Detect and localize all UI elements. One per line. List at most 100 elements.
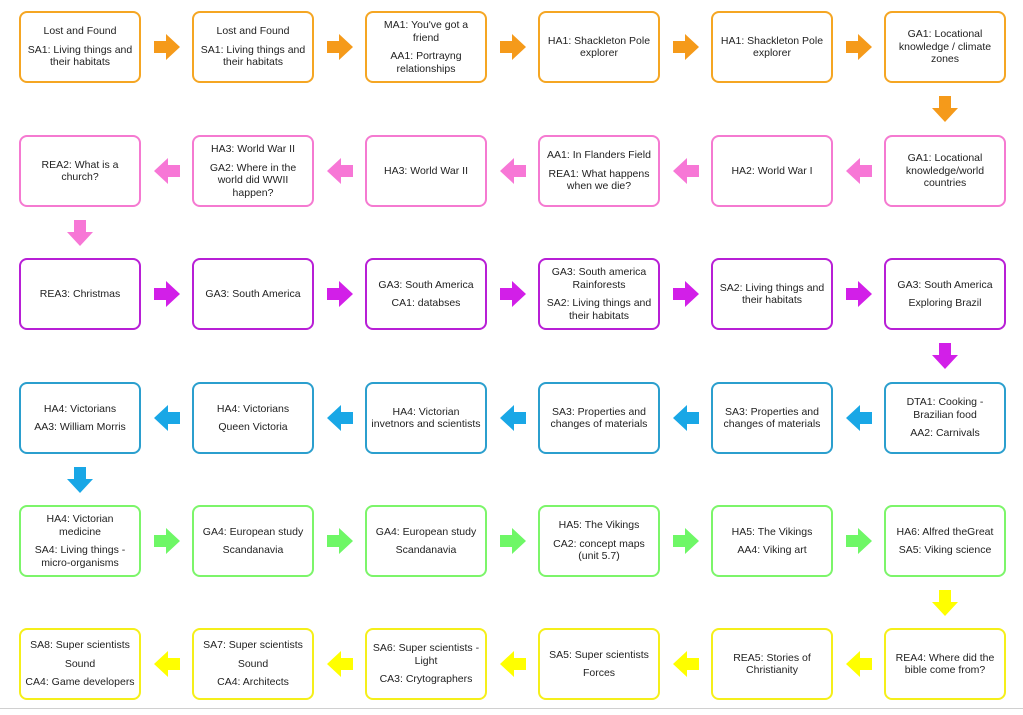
unit-box-text: SA1: Living things and their habitats	[27, 43, 133, 69]
unit-box-text: CA2: concept maps (unit 5.7)	[553, 537, 645, 563]
arrow-right-icon	[325, 526, 355, 556]
unit-box-text: SA5: Super scientists	[549, 648, 649, 661]
unit-box-text: HA6: Alfred theGreat	[896, 525, 994, 538]
unit-box-text: REA1: What happens when we die?	[548, 167, 650, 193]
unit-box-text: SA7: Super scientists	[203, 639, 303, 652]
unit-box-text: AA4: Viking art	[737, 544, 807, 556]
arrow-right-icon	[498, 526, 528, 556]
unit-box-text: GA3: South america Rainforests	[551, 266, 647, 291]
arrow-left-icon	[325, 403, 355, 433]
arrow-left-icon	[152, 156, 182, 186]
arrow-down-icon	[930, 588, 960, 618]
unit-box-text: HA4: Victorian invetnors and scientists	[371, 405, 481, 431]
unit-box-text: Scandanavia	[395, 544, 457, 556]
unit-box-text: CA4: Architects	[217, 676, 289, 689]
unit-box: REA3: Christmas	[19, 258, 141, 330]
unit-box-text: SA6: Super scientists - Light	[372, 642, 480, 667]
arrow-right-icon	[844, 526, 874, 556]
unit-box-text: GA2: Where in the world did WWII happen?	[209, 161, 297, 199]
unit-box: HA4: Victorian invetnors and scientists	[365, 382, 487, 454]
unit-box-text: HA1: Shackleton Pole explorer	[720, 34, 824, 60]
unit-box: HA3: World War II	[365, 135, 487, 207]
unit-box-text: CA4: Game developers	[25, 676, 135, 689]
arrow-right-icon	[152, 526, 182, 556]
unit-box-text: SA3: Properties and changes of materials	[723, 405, 821, 431]
unit-box-text: REA3: Christmas	[39, 287, 121, 300]
unit-box-text: Lost and Found	[43, 25, 117, 38]
unit-box-text: MA1: You've got a friend	[383, 19, 469, 44]
unit-box-text: REA5: Stories of Christianity	[733, 651, 811, 677]
unit-box-text: SA2: Living things and their habitats	[719, 281, 825, 307]
unit-box-text: REA2: What is a church?	[41, 158, 119, 184]
unit-box-text: HA5: The Vikings	[731, 525, 813, 538]
unit-box-text: Scandanavia	[222, 544, 284, 556]
unit-box-text: SA2: Living things and their habitats	[546, 297, 652, 322]
unit-box-text: HA4: Victorian medicine	[46, 513, 114, 538]
unit-box-text: Forces	[582, 667, 616, 679]
unit-box-text: SA3: Properties and changes of materials	[550, 405, 648, 431]
unit-box-text: HA2: World War I	[731, 164, 813, 177]
arrow-left-icon	[325, 649, 355, 679]
unit-box-text: SA5: Viking science	[898, 544, 992, 556]
unit-box-text: SA1: Living things and their habitats	[200, 43, 306, 69]
unit-box-text: GA4: European study	[375, 525, 477, 538]
unit-box-text: HA5: The Vikings	[558, 519, 640, 532]
arrow-right-icon	[152, 32, 182, 62]
unit-box: GA1: Locational knowledge/world countrie…	[884, 135, 1006, 207]
unit-box: SA3: Properties and changes of materials	[538, 382, 660, 454]
bottom-rule	[0, 708, 1023, 709]
arrow-right-icon	[152, 279, 182, 309]
arrow-down-icon	[930, 94, 960, 124]
unit-box-text: Sound	[237, 657, 269, 670]
unit-box: GA1: Locational knowledge / climate zone…	[884, 11, 1006, 83]
unit-box: HA1: Shackleton Pole explorer	[538, 11, 660, 83]
unit-box: GA3: South America	[192, 258, 314, 330]
unit-box-text: Queen Victoria	[218, 421, 288, 433]
unit-box-text: HA4: Victorians	[216, 402, 290, 415]
unit-box-text: HA4: Victorians	[43, 402, 117, 415]
unit-box-text: AA2: Carnivals	[910, 427, 980, 440]
arrow-left-icon	[498, 156, 528, 186]
unit-box-text: AA1: Portrayng relationships	[390, 50, 462, 75]
unit-box-text: HA1: Shackleton Pole explorer	[547, 34, 651, 60]
unit-box-text: HA3: World War II	[210, 143, 295, 155]
arrow-right-icon	[325, 279, 355, 309]
arrow-left-icon	[671, 403, 701, 433]
arrow-left-icon	[844, 649, 874, 679]
arrow-down-icon	[65, 465, 95, 495]
unit-box-text: GA3: South America	[205, 287, 301, 300]
unit-box: HA2: World War I	[711, 135, 833, 207]
unit-box-text: AA1: In Flanders Field	[547, 149, 651, 162]
arrow-right-icon	[498, 279, 528, 309]
unit-box-text: AA3: William Morris	[34, 421, 126, 433]
arrow-right-icon	[671, 32, 701, 62]
unit-box-text: Exploring Brazil	[908, 297, 982, 309]
unit-box: HA1: Shackleton Pole explorer	[711, 11, 833, 83]
unit-box: REA5: Stories of Christianity	[711, 628, 833, 700]
unit-box-text: SA4: Living things - micro-organisms	[34, 544, 126, 569]
arrow-left-icon	[671, 156, 701, 186]
arrow-right-icon	[844, 279, 874, 309]
unit-box-text: SA8: Super scientists	[30, 639, 130, 652]
unit-box-text: CA1: databses	[391, 297, 461, 309]
arrow-right-icon	[498, 32, 528, 62]
arrow-right-icon	[325, 32, 355, 62]
unit-box-text: DTA1: Cooking - Brazilian food	[906, 396, 984, 421]
arrow-left-icon	[152, 649, 182, 679]
